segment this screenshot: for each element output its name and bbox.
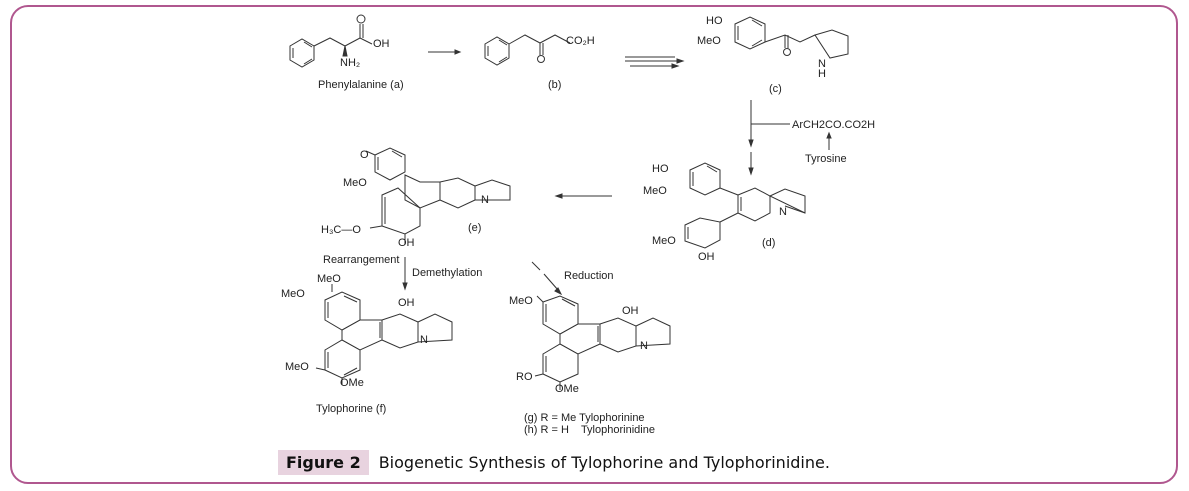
reagent-tyrosine: Tyrosine [805,153,847,165]
atom-meo-f2: MeO [281,288,305,300]
figure-label: Figure 2 [278,449,369,475]
atom-meo-c: MeO [697,35,721,47]
atom-n-c: N [818,58,826,70]
atom-oh-a: OH [373,38,390,50]
label-b: (b) [548,79,561,91]
atom-oh-d: OH [698,251,715,263]
compound-f-structure [315,284,453,385]
atom-nh2-a: NH₂ [340,57,360,69]
reagent-arch2coco2h: ArCH2CO.CO2H [792,119,875,131]
atom-ome-f: OMe [340,377,364,389]
atom-ro-gh: RO [516,371,533,383]
atom-meo-f1: MeO [317,273,341,285]
label-g-tylophorinine: (g) R = Me Tylophorinine [524,412,645,424]
label-reduction: Reduction [564,270,614,282]
label-h-tylophorinidine: (h) R = H Tylophorinidine [524,424,655,436]
label-d: (d) [762,237,775,249]
figure-caption-text: Biogenetic Synthesis of Tylophorine and … [378,452,830,472]
figure-caption: Figure 2 Biogenetic Synthesis of Tylopho… [278,448,830,476]
label-demethylation: Demethylation [412,267,482,279]
atom-h3co-e: H₃C—O [321,224,361,236]
arrow-e-to-gh [543,273,559,291]
benzene-ring [289,38,315,68]
atom-meo-d1: MeO [643,185,667,197]
atom-oh-f: OH [398,297,415,309]
atom-h-c: H [818,68,826,80]
label-e: (e) [468,222,481,234]
arrow-reduction-part1 [531,261,541,271]
atom-meo-f3: MeO [285,361,309,373]
compound-d-structure [684,162,806,249]
atom-n-gh: N [640,340,648,352]
atom-co2h-b: CO₂H [566,35,595,47]
atom-o-e: O [360,149,369,161]
atom-n-d: N [779,206,787,218]
atom-n-e: N [481,194,489,206]
figure-frame [10,5,1178,484]
compound-b-structure [484,34,571,66]
atom-meo-gh: MeO [509,295,533,307]
compound-e-structure [365,147,511,244]
atom-ho-c: HO [706,15,723,27]
atom-meo-e: MeO [343,177,367,189]
compound-c-structure [734,16,849,59]
label-tylophorine: Tylophorine (f) [316,403,386,415]
label-c: (c) [769,83,782,95]
multistep-arrow-b-to-c [625,56,685,69]
atom-oh-e: OH [398,237,415,249]
compound-a-structure [289,14,373,68]
atom-meo-d2: MeO [652,235,676,247]
atom-n-f: N [420,334,428,346]
label-rearrangement: Rearrangement [323,254,399,266]
atom-oh-gh: OH [622,305,639,317]
atom-ho-d: HO [652,163,669,175]
label-phenylalanine: Phenylalanine (a) [318,79,404,91]
atom-ome-gh: OMe [555,383,579,395]
compound-gh-structure [534,295,671,390]
